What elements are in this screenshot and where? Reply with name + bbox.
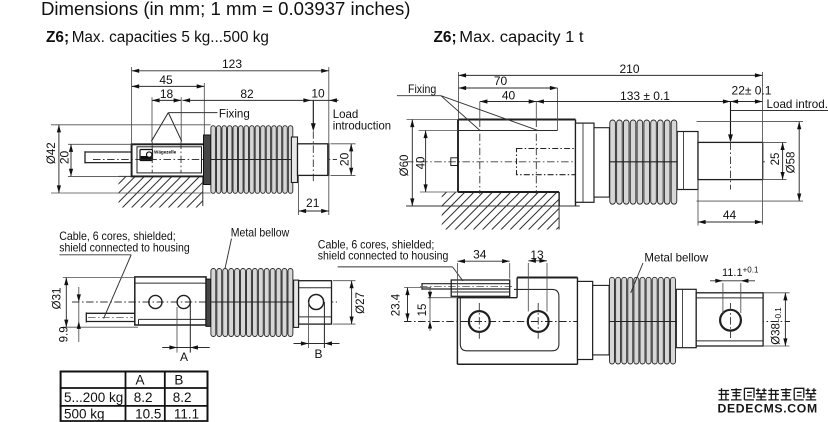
svg-text:A: A <box>136 372 145 387</box>
svg-text:11.1: 11.1 <box>174 407 199 422</box>
svg-text:40: 40 <box>502 89 516 103</box>
svg-text:B: B <box>174 372 183 387</box>
svg-text:Fixing: Fixing <box>408 82 436 96</box>
svg-text:Load introd.: Load introd. <box>767 97 828 111</box>
svg-text:13: 13 <box>530 248 544 262</box>
svg-text:Wägezelle: Wägezelle <box>154 150 177 155</box>
svg-text:21: 21 <box>306 196 320 210</box>
svg-text:introduction: introduction <box>333 119 391 133</box>
svg-text:82: 82 <box>240 87 254 101</box>
svg-text:Ø31: Ø31 <box>52 288 64 310</box>
svg-text:Load: Load <box>333 107 359 121</box>
svg-text:133 ± 0.1: 133 ± 0.1 <box>620 89 670 103</box>
svg-text:44: 44 <box>723 208 737 222</box>
svg-text:40: 40 <box>416 157 428 170</box>
svg-text:shield connected to housing: shield connected to housing <box>318 249 449 263</box>
svg-text:Ø58: Ø58 <box>786 152 798 174</box>
svg-text:20: 20 <box>338 152 352 166</box>
svg-text:Fixing: Fixing <box>219 106 250 120</box>
svg-text:210: 210 <box>619 62 639 76</box>
svg-text:A: A <box>180 350 188 364</box>
svg-text:9.9: 9.9 <box>59 326 71 342</box>
svg-text:23.4: 23.4 <box>390 293 402 316</box>
svg-text:Ø42: Ø42 <box>46 142 58 164</box>
svg-text:Max. capacity 1 t: Max. capacity 1 t <box>459 29 584 46</box>
svg-text:34: 34 <box>473 248 487 262</box>
svg-text:8.2: 8.2 <box>173 390 192 405</box>
svg-text:Metal bellow: Metal bellow <box>231 226 290 240</box>
svg-text:Z6;: Z6; <box>434 29 457 46</box>
svg-text:Cable, 6 cores, shielded;: Cable, 6 cores, shielded; <box>59 229 176 243</box>
svg-text:B: B <box>314 347 322 361</box>
svg-text:20: 20 <box>57 151 71 165</box>
svg-text:123: 123 <box>222 57 242 71</box>
svg-text:25: 25 <box>770 153 782 166</box>
svg-text:shield connected to housing: shield connected to housing <box>59 240 190 254</box>
svg-text:8.2: 8.2 <box>134 390 153 405</box>
svg-text:DEDECMS.COM: DEDECMS.COM <box>718 402 819 416</box>
svg-text:Cable, 6 cores, shielded;: Cable, 6 cores, shielded; <box>318 238 435 252</box>
svg-text:Ø27: Ø27 <box>355 292 367 314</box>
svg-text:Max. capacities 5 kg...500 kg: Max. capacities 5 kg...500 kg <box>72 29 269 46</box>
svg-text:500 kg: 500 kg <box>64 407 105 422</box>
svg-text:15: 15 <box>417 304 429 317</box>
svg-text:Ø60: Ø60 <box>399 155 411 177</box>
svg-text:18: 18 <box>160 87 174 101</box>
svg-text:10: 10 <box>311 87 325 101</box>
svg-text:Dimensions (in mm; 1 mm = 0.03: Dimensions (in mm; 1 mm = 0.03937 inches… <box>41 0 411 19</box>
svg-text:5...200 kg: 5...200 kg <box>64 390 123 405</box>
svg-text:22± 0.1: 22± 0.1 <box>732 84 772 98</box>
svg-text:Ø38−0.1: Ø38−0.1 <box>771 307 784 345</box>
svg-text:45: 45 <box>159 73 173 87</box>
svg-text:10.5: 10.5 <box>135 407 161 422</box>
svg-text:70: 70 <box>494 74 508 88</box>
svg-text:Metal bellow: Metal bellow <box>644 251 708 265</box>
svg-text:Z6;: Z6; <box>46 29 69 46</box>
